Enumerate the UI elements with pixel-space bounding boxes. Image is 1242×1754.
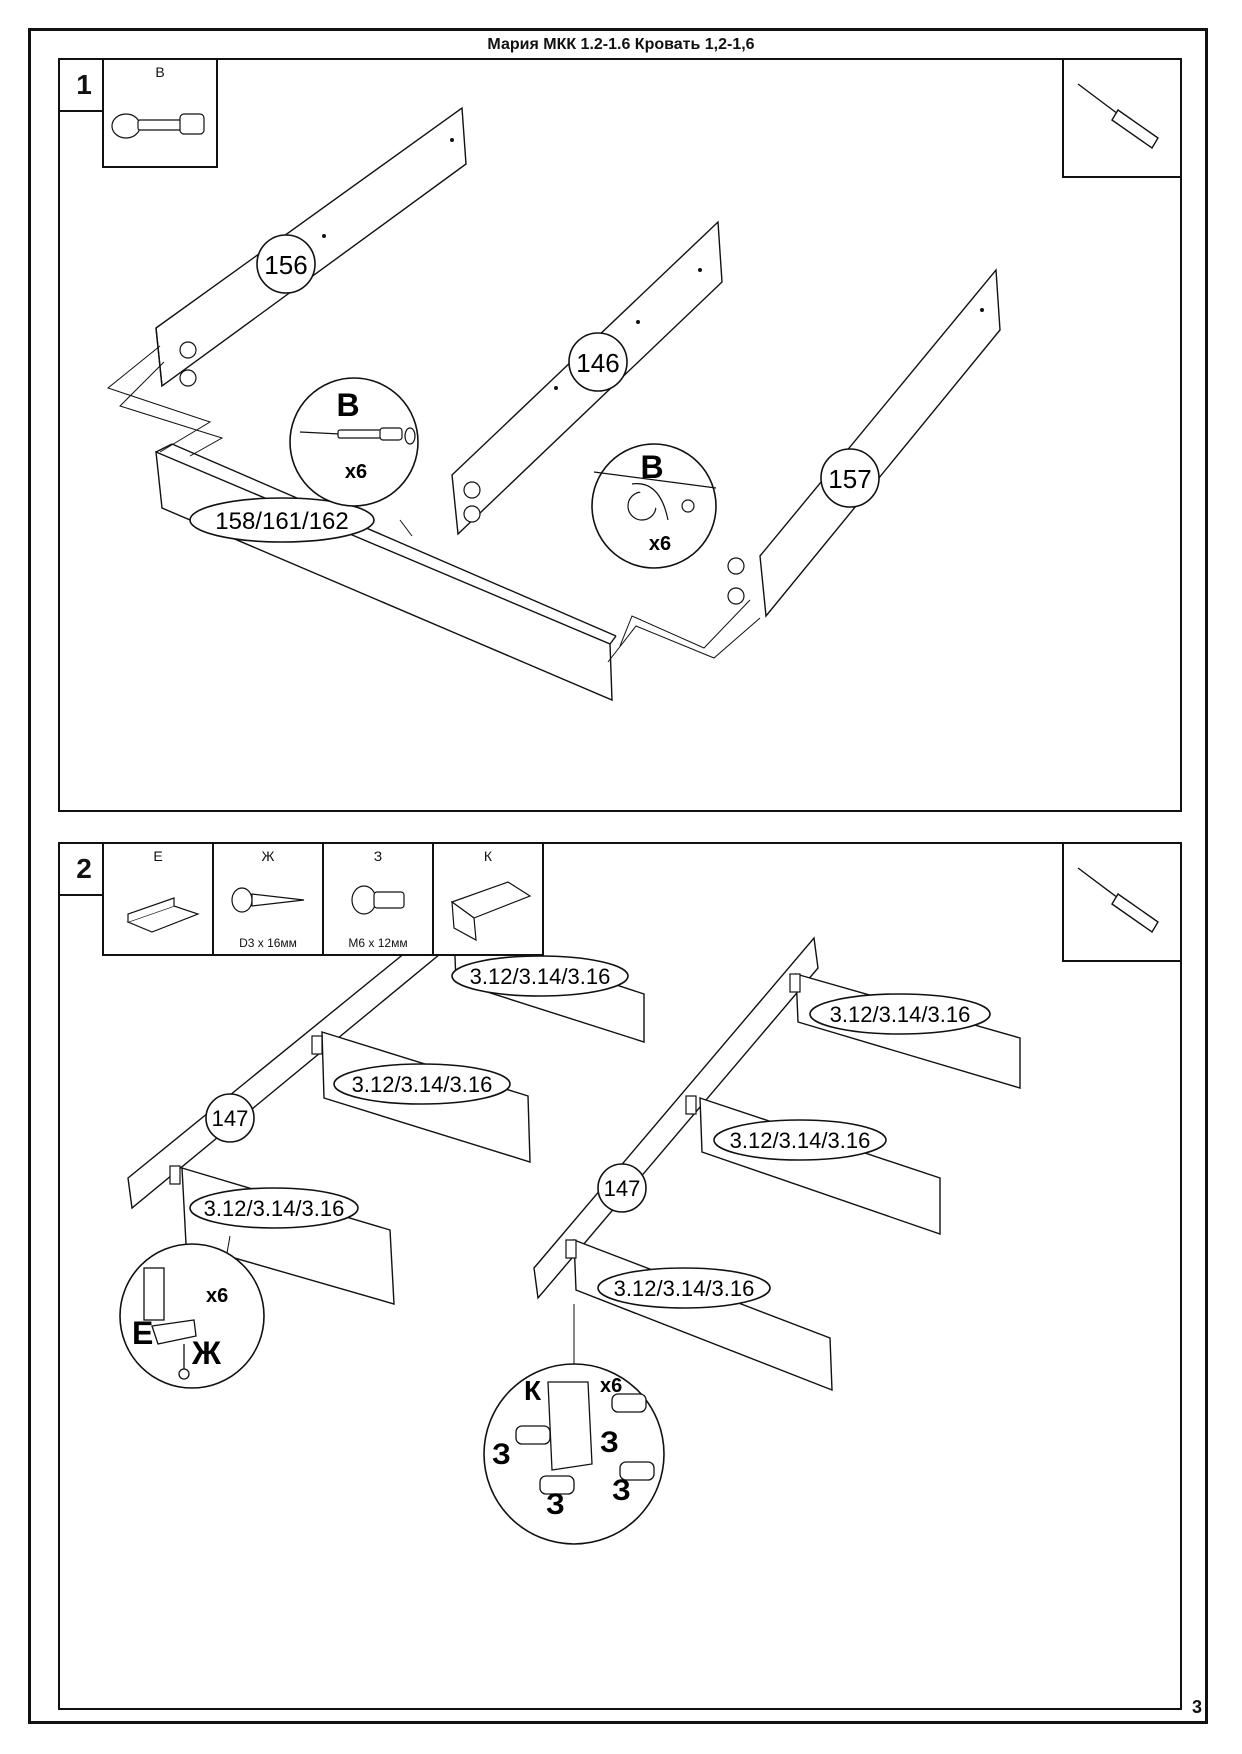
callout-zh-letter: Ж	[191, 1335, 222, 1371]
angle-bracket-icon	[450, 881, 532, 942]
corner-bracket-e-icon	[143, 1267, 197, 1380]
part-e-box: Е	[102, 844, 214, 956]
callout-k-qty: x6	[600, 1375, 622, 1397]
label-147-left: 147	[212, 1106, 249, 1131]
label-147-right-circle	[597, 1163, 647, 1213]
callout-z-letter-2: З	[600, 1426, 619, 1459]
label-slat-left-3: 3.12/3.14/3.16	[470, 964, 611, 989]
part-k-letter: К	[483, 848, 493, 864]
label-158-ellipse	[189, 497, 375, 543]
part-zh-size: D3 x 16мм	[239, 936, 297, 950]
slat-right-2	[699, 1097, 941, 1235]
callout-e-letter: Е	[132, 1315, 153, 1351]
label-157-circle	[820, 448, 880, 508]
part-zh-box: Ж D3 x 16мм	[212, 844, 324, 956]
callout-k-letter: К	[524, 1375, 542, 1406]
step-1-panel: 156 146 157 158/161/162 В x6 В x6 1 В	[58, 58, 1182, 812]
bracket-e-icon	[126, 897, 200, 933]
page-title: Мария МКК 1.2-1.6 Кровать 1,2-1,6	[487, 36, 755, 53]
callout-e-qty: x6	[206, 1285, 228, 1307]
label-156: 156	[264, 250, 307, 280]
wood-screw-icon	[231, 887, 305, 913]
cam-bolt-icon	[111, 113, 205, 139]
tool-box-1	[1062, 60, 1180, 178]
label-146: 146	[576, 348, 619, 378]
label-147-right: 147	[604, 1176, 641, 1201]
part-b-letter: В	[155, 64, 165, 80]
label-158-161-162: 158/161/162	[215, 508, 348, 535]
callout-b2-qty: x6	[649, 533, 671, 555]
bolt-icon	[351, 885, 405, 915]
callout-b1-qty: x6	[345, 461, 367, 483]
callout-b1-letter: В	[336, 387, 359, 423]
tool-box-2	[1062, 844, 1180, 962]
slat-right-1	[573, 1238, 833, 1392]
callout-z-letter-4: З	[612, 1474, 631, 1507]
step-2-number: 2	[60, 844, 110, 896]
cam-lock-icon	[593, 471, 717, 521]
callout-b2-letter: В	[640, 449, 663, 485]
callout-z-letter-1: З	[492, 1438, 511, 1471]
part-z-letter: З	[373, 848, 383, 864]
panel-157	[759, 268, 1001, 618]
step-2-drawing: 147 147 3.12/3.14/3.16 3.12/3.14/3.16 3.…	[119, 898, 1021, 1545]
part-k-box: К	[432, 844, 544, 956]
label-146-circle	[568, 332, 628, 392]
cam-bolt-icon	[299, 427, 416, 445]
label-156-circle	[256, 234, 316, 294]
part-e-letter: Е	[153, 848, 163, 864]
label-147-left-circle	[205, 1093, 255, 1143]
label-slat-left-2: 3.12/3.14/3.16	[352, 1072, 493, 1097]
step-2-panel: 147 147 3.12/3.14/3.16 3.12/3.14/3.16 3.…	[58, 842, 1182, 1710]
label-slat-right-1: 3.12/3.14/3.16	[614, 1276, 755, 1301]
label-157: 157	[828, 464, 871, 494]
screwdriver-icon	[1077, 83, 1159, 150]
callout-b1-circle	[289, 377, 419, 507]
page-number: 3	[1191, 1697, 1202, 1717]
label-slat-right-3: 3.12/3.14/3.16	[830, 1002, 971, 1027]
beam-147-right	[533, 936, 819, 1300]
screwdriver-icon	[1077, 867, 1159, 934]
page-frame	[28, 28, 1208, 1724]
angle-bracket-k-icon	[515, 1381, 655, 1495]
part-zh-letter: Ж	[261, 848, 275, 864]
label-slat-right-2: 3.12/3.14/3.16	[730, 1128, 871, 1153]
part-z-size: M6 x 12мм	[348, 936, 408, 950]
part-b-box: В	[102, 60, 218, 168]
part-z-box: З M6 x 12мм	[322, 844, 434, 956]
callout-z-letter-3: З	[546, 1488, 565, 1521]
label-slat-left-1: 3.12/3.14/3.16	[204, 1196, 345, 1221]
step-1-drawing: 156 146 157 158/161/162 В x6 В x6	[106, 106, 1001, 702]
